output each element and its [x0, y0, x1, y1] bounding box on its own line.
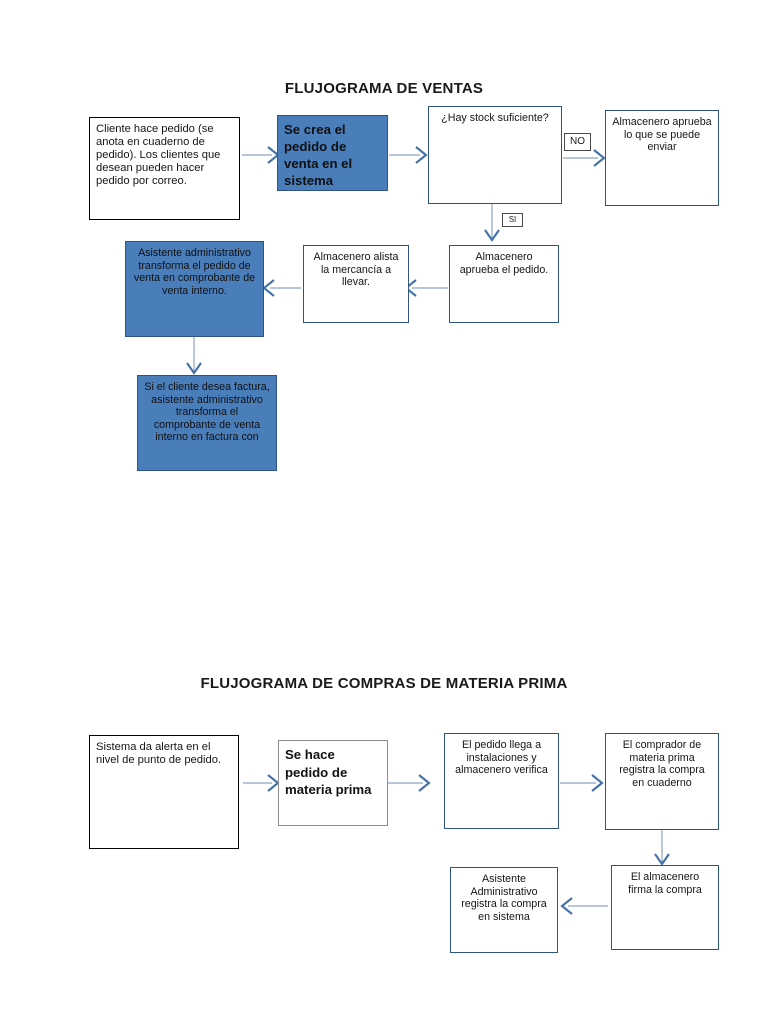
node-label: Sistema da alerta en el nivel de punto d…	[96, 741, 222, 767]
node-label: Almacenero alista la mercancía a llevar.	[313, 251, 399, 289]
ventas-title: FLUJOGRAMA DE VENTAS	[284, 80, 484, 97]
edge-label-no: NO	[564, 133, 591, 151]
edge-label-si: SI	[502, 213, 523, 227]
node-hay-stock-suficiente[interactable]: ¿Hay stock suficiente?	[428, 106, 562, 204]
node-almacenero-firma-compra[interactable]: El almacenero firma la compra	[611, 865, 719, 950]
node-sistema-da-alerta[interactable]: Sistema da alerta en el nivel de punto d…	[89, 735, 239, 849]
node-almacenero-aprueba-envio[interactable]: Almacenero aprueba lo que se puede envia…	[605, 110, 719, 206]
node-cliente-hace-pedido[interactable]: Cliente hace pedido (se anota en cuadern…	[89, 117, 240, 220]
node-asistente-transforma-pedido[interactable]: Asistente administrativo transforma el p…	[125, 241, 264, 337]
node-label: Almacenero aprueba el pedido.	[459, 251, 549, 276]
node-label: El comprador de materia prima registra l…	[619, 739, 705, 789]
compras-connectors	[0, 700, 768, 1024]
node-almacenero-alista-mercancia[interactable]: Almacenero alista la mercancía a llevar.	[303, 245, 409, 323]
node-asistente-registra-compra-sistema[interactable]: Asistente Administrativo registra la com…	[450, 867, 558, 953]
node-label: Se crea el pedido de venta en el sistema	[284, 122, 353, 189]
node-label: Asistente administrativo transforma el p…	[133, 247, 256, 297]
node-label: Asistente Administrativo registra la com…	[461, 873, 547, 923]
node-label: El almacenero firma la compra	[628, 871, 702, 896]
compras-title: FLUJOGRAMA DE COMPRAS DE MATERIA PRIMA	[200, 675, 568, 692]
node-label: Cliente hace pedido (se anota en cuadern…	[96, 123, 221, 188]
node-label: El pedido llega a instalaciones y almace…	[455, 739, 548, 777]
node-comprador-registra-compra[interactable]: El comprador de materia prima registra l…	[605, 733, 719, 830]
node-label: ¿Hay stock suficiente?	[441, 112, 549, 124]
node-label: Se hace pedido de materia prima	[285, 747, 372, 798]
node-almacenero-aprueba-pedido[interactable]: Almacenero aprueba el pedido.	[449, 245, 559, 323]
node-se-hace-pedido-materia-prima[interactable]: Se hace pedido de materia prima	[278, 740, 388, 826]
node-si-cliente-desea-factura[interactable]: Si el cliente desea factura, asistente a…	[137, 375, 277, 471]
node-pedido-llega-instalaciones[interactable]: El pedido llega a instalaciones y almace…	[444, 733, 559, 829]
node-label: Almacenero aprueba lo que se puede envia…	[612, 116, 712, 154]
node-label: Si el cliente desea factura, asistente a…	[144, 381, 270, 444]
node-se-crea-pedido-venta[interactable]: Se crea el pedido de venta en el sistema	[277, 115, 388, 191]
